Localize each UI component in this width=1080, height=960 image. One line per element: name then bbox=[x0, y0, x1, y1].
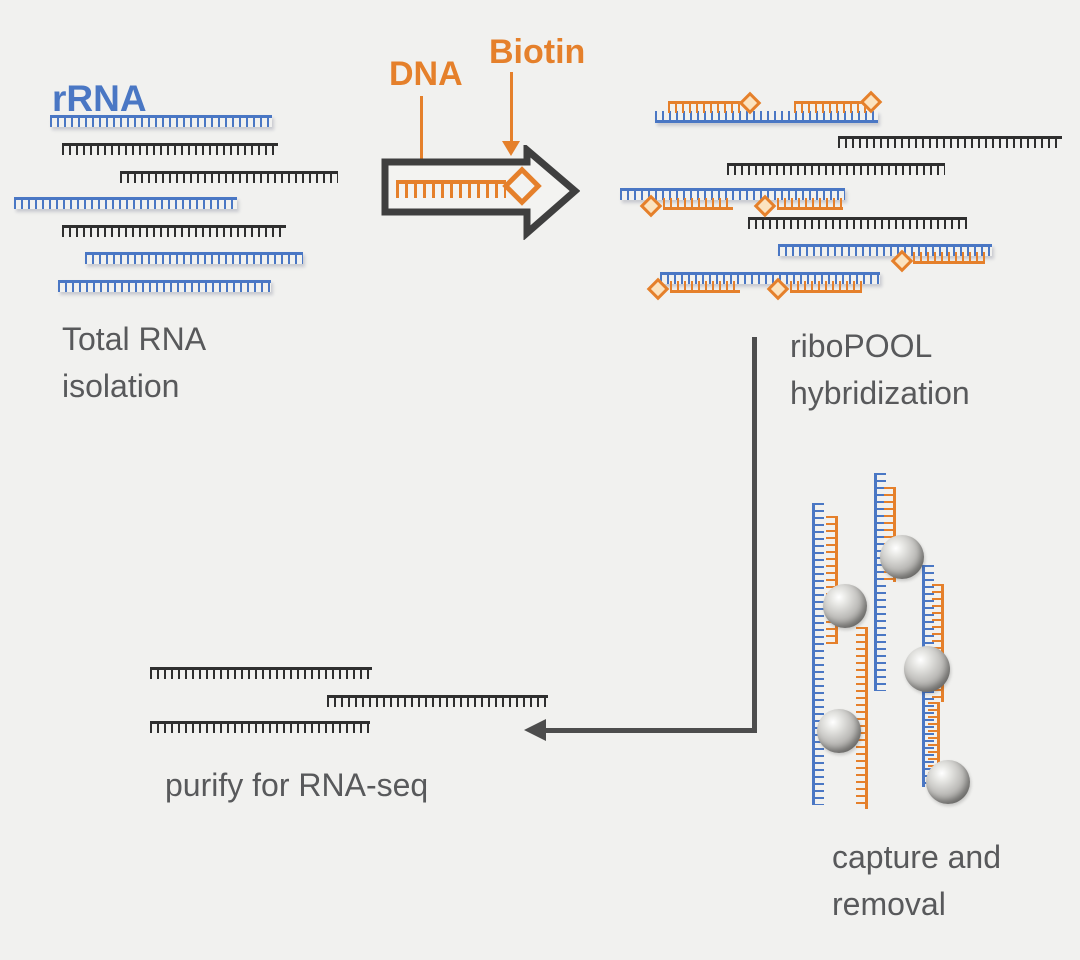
black-rna-strand bbox=[62, 225, 286, 237]
biotin-probe-comb bbox=[794, 101, 867, 113]
caption-line: riboPOOL bbox=[790, 328, 933, 364]
biotin-label: Biotin bbox=[489, 33, 586, 71]
biotin-probe-comb bbox=[913, 252, 985, 264]
mrna-strand bbox=[327, 695, 548, 707]
caption-line: isolation bbox=[62, 368, 180, 404]
dna-label: DNA bbox=[389, 55, 463, 93]
caption-line: hybridization bbox=[790, 375, 970, 411]
captured-rrna-strand bbox=[874, 473, 886, 691]
caption-line: Total RNA bbox=[62, 321, 207, 357]
black-rna-strand bbox=[748, 217, 967, 229]
connector-arrowhead-icon bbox=[524, 719, 546, 741]
blue-rna-strand bbox=[50, 115, 272, 127]
blue-rna-strand bbox=[85, 252, 303, 264]
magnetic-bead bbox=[926, 760, 970, 804]
blue-rna-strand bbox=[620, 188, 845, 200]
magnetic-bead bbox=[817, 709, 861, 753]
rrna-label: rRNA bbox=[52, 78, 147, 119]
blue-rna-strand bbox=[58, 280, 271, 292]
capture-removal-caption: capture and removal bbox=[832, 834, 1001, 928]
capture-probe-strand bbox=[856, 627, 868, 809]
biotin-pointer-line bbox=[510, 72, 513, 142]
black-rna-strand bbox=[120, 171, 338, 183]
mrna-strand bbox=[150, 667, 372, 679]
biotin-probe-comb bbox=[790, 281, 862, 293]
dna-probe-comb bbox=[396, 180, 506, 198]
biotin-probe-comb bbox=[670, 281, 740, 293]
captured-rrna-strand bbox=[812, 503, 824, 805]
biotin-probe-comb bbox=[777, 198, 843, 210]
ribopool-hybridization-caption: riboPOOL hybridization bbox=[790, 323, 970, 417]
blue-rna-strand bbox=[655, 111, 878, 123]
total-rna-isolation-caption: Total RNA isolation bbox=[62, 316, 206, 410]
biotin-probe-comb bbox=[663, 198, 733, 210]
biotin-probe-comb bbox=[668, 101, 742, 113]
connector-horizontal-line bbox=[543, 728, 757, 733]
dna-pointer-line bbox=[420, 96, 423, 162]
black-rna-strand bbox=[727, 163, 945, 175]
caption-line: capture and bbox=[832, 839, 1002, 875]
caption-line: removal bbox=[832, 886, 946, 922]
black-rna-strand bbox=[838, 136, 1062, 148]
purify-rnaseq-caption: purify for RNA-seq bbox=[165, 767, 429, 803]
blue-rna-strand bbox=[14, 197, 237, 209]
mrna-strand bbox=[150, 721, 370, 733]
biotin-pointer-arrowhead-icon bbox=[502, 141, 520, 156]
magnetic-bead bbox=[823, 584, 867, 628]
magnetic-bead bbox=[880, 535, 924, 579]
black-rna-strand bbox=[62, 143, 278, 155]
connector-vertical-line bbox=[752, 337, 757, 733]
magnetic-bead bbox=[904, 646, 950, 692]
